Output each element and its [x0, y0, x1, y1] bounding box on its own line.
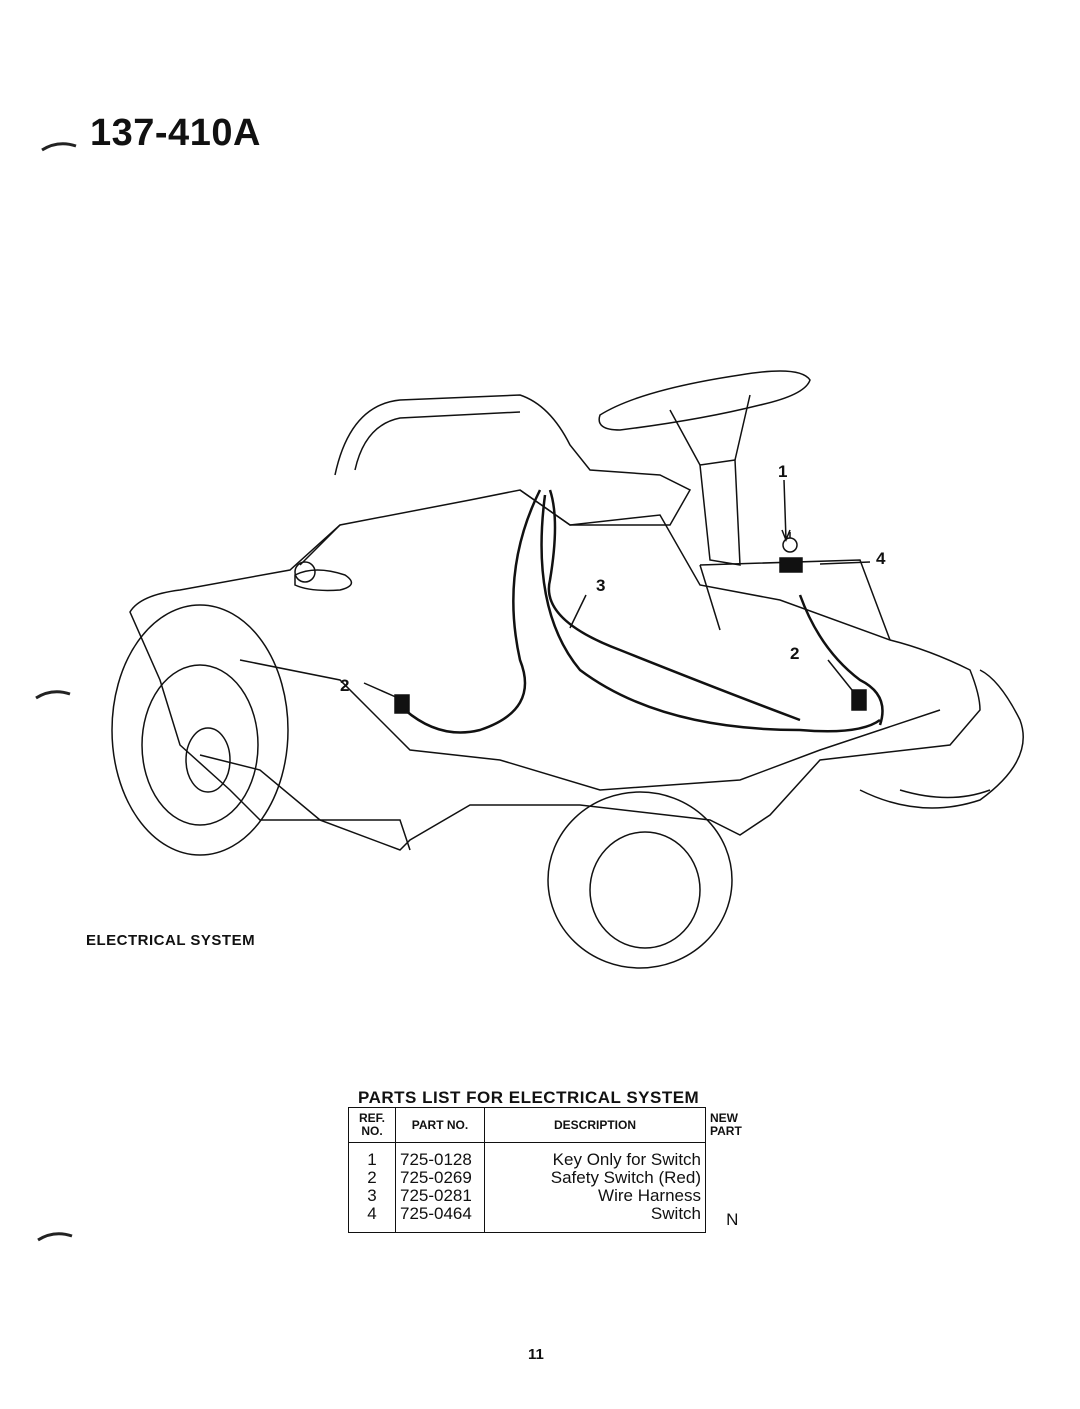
- row-new-part: [706, 1169, 759, 1187]
- row-description: Switch: [484, 1205, 706, 1233]
- mower-illustration: [111, 370, 1024, 969]
- callout-2-left: 2: [340, 676, 350, 695]
- callout-1: 1: [778, 462, 788, 481]
- row-description: Safety Switch (Red): [484, 1169, 706, 1187]
- right-rear-wheel: [859, 669, 1024, 809]
- binder-hole-mark-bottom: [37, 1232, 73, 1242]
- row-part-no: 725-0281: [395, 1187, 485, 1205]
- row-part-no: 725-0269: [395, 1169, 485, 1187]
- row-new-part: [706, 1187, 759, 1205]
- table-row: 3 725-0281 Wire Harness: [348, 1187, 759, 1205]
- right-front-wheel: [547, 791, 733, 969]
- col-description: DESCRIPTION: [484, 1107, 706, 1143]
- callout-2-right: 2: [790, 644, 800, 663]
- row-new-part: N: [726, 1210, 739, 1229]
- figure-caption: ELECTRICAL SYSTEM: [86, 932, 256, 949]
- col-ref-no: REF. NO.: [348, 1107, 396, 1143]
- row-part-no: 725-0464: [395, 1205, 485, 1233]
- table-row: 2 725-0269 Safety Switch (Red): [348, 1169, 759, 1187]
- row-ref: 3: [348, 1187, 396, 1205]
- parts-table: REF. NO. PART NO. DESCRIPTION NEW PART 1…: [348, 1107, 759, 1233]
- table-row: 1 725-0128 Key Only for Switch: [348, 1142, 759, 1170]
- row-ref: 2: [348, 1169, 396, 1187]
- row-part-no: 725-0128: [395, 1142, 485, 1169]
- steering-wheel: [598, 370, 811, 431]
- col-new-part: NEW PART: [710, 1111, 742, 1138]
- binder-hole-mark-top: [41, 142, 77, 152]
- steering-column: [699, 459, 741, 566]
- callout-3: 3: [596, 576, 606, 595]
- seat-outline: [334, 394, 692, 526]
- row-description: Key Only for Switch: [484, 1142, 706, 1169]
- row-new-part: [706, 1143, 759, 1170]
- left-rear-wheel: [111, 604, 289, 856]
- row-description: Wire Harness: [484, 1187, 706, 1205]
- parts-table-header: REF. NO. PART NO. DESCRIPTION NEW PART: [348, 1107, 759, 1143]
- row-ref: 4: [348, 1205, 396, 1233]
- row-ref: 1: [348, 1142, 396, 1169]
- key-switch: [779, 532, 803, 573]
- body-outline: [129, 489, 981, 851]
- parts-list-title: PARTS LIST FOR ELECTRICAL SYSTEM: [358, 1088, 700, 1107]
- table-row: 4 725-0464 Switch N: [348, 1205, 759, 1233]
- col-part-no: PART NO.: [395, 1107, 485, 1143]
- page-number: 11: [528, 1346, 544, 1363]
- wire-harness: [404, 489, 884, 734]
- callout-4: 4: [876, 549, 886, 568]
- model-number: 137-410A: [90, 112, 261, 154]
- binder-hole-mark-middle: [35, 690, 71, 700]
